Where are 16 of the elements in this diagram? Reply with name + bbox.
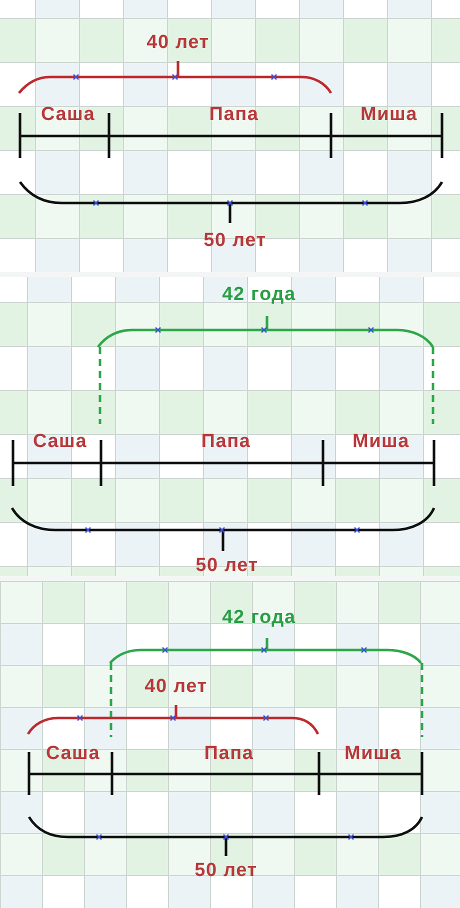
brace-label: 40 лет — [144, 676, 208, 698]
segment-label: Папа — [201, 431, 251, 453]
brace-label: 50 лет — [196, 555, 258, 577]
segment-label: Саша — [40, 104, 96, 126]
segment-label: Миша — [352, 431, 410, 453]
brace-label: 40 лет — [146, 32, 210, 54]
segment-label: Папа — [204, 743, 254, 765]
segment-label: Саша — [32, 431, 88, 453]
brace-label: 50 лет — [194, 860, 258, 882]
brace-label: 42 года — [222, 284, 296, 306]
brace-label: 50 лет — [204, 230, 266, 252]
segment-label: Папа — [209, 104, 259, 126]
segment-label: Миша — [360, 104, 418, 126]
segment-label: Саша — [46, 743, 100, 765]
brace-label: 42 года — [222, 607, 296, 629]
segment-label: Миша — [344, 743, 402, 765]
